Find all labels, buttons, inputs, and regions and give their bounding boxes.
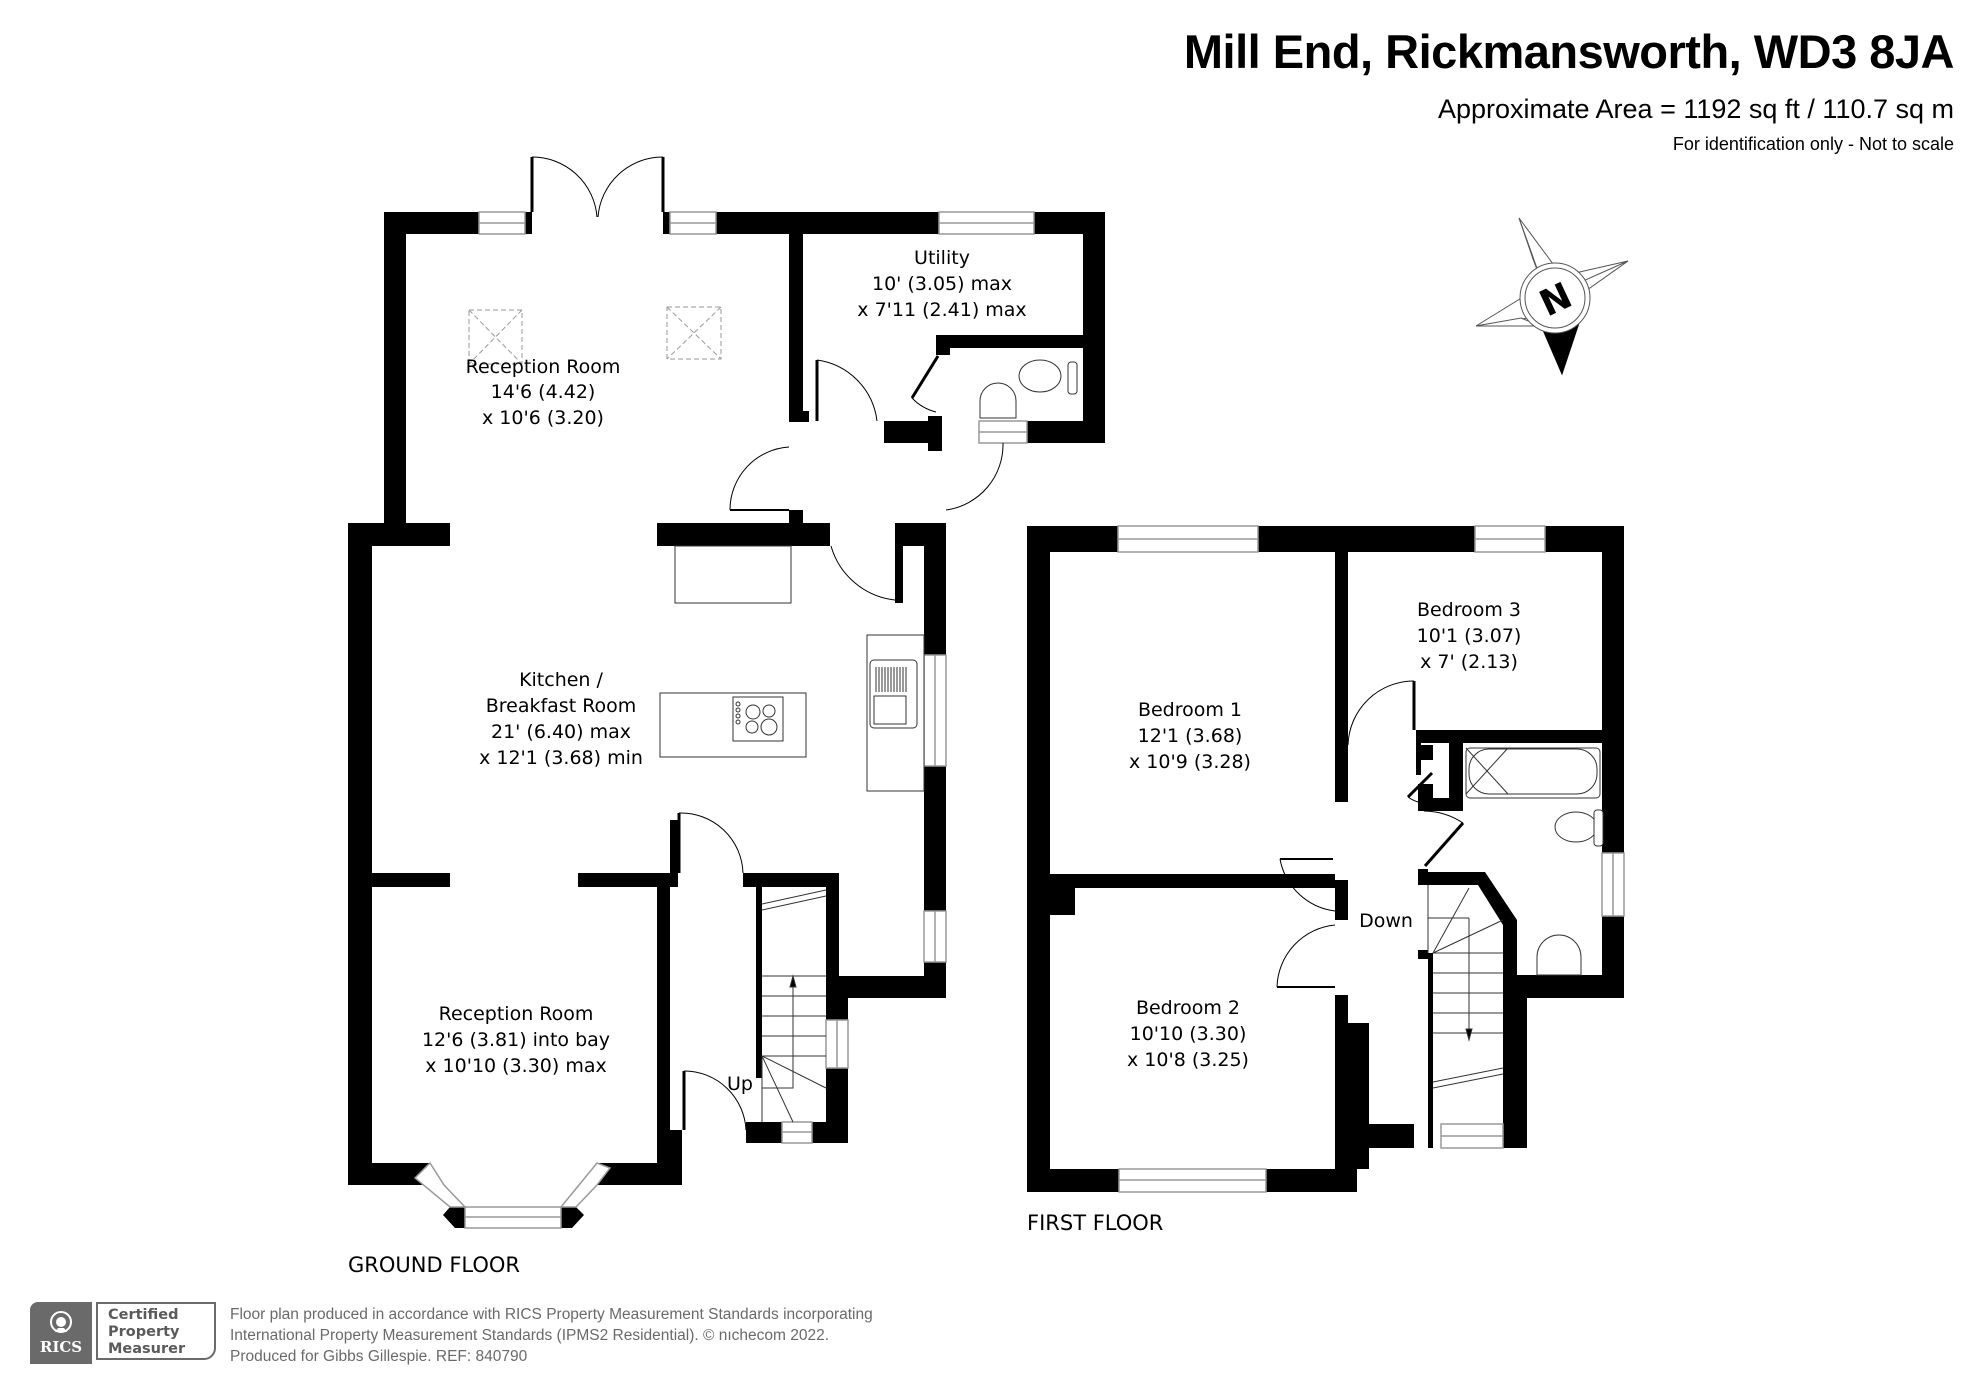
- room-dimension: x 10'9 (3.28): [1129, 751, 1251, 773]
- room-dimension: 10'1 (3.07): [1417, 625, 1522, 647]
- room-dimension: 10'10 (3.30): [1130, 1023, 1247, 1045]
- toilet-icon: [1554, 811, 1598, 843]
- ground-floor-stairs: [761, 889, 827, 1123]
- compass-north-icon: N: [1475, 217, 1629, 376]
- room-name: Kitchen /: [519, 669, 603, 691]
- stairs-label: Down: [1359, 910, 1413, 932]
- hob-icon: [732, 696, 784, 742]
- skylights: [468, 306, 722, 365]
- room-name: Bedroom 2: [1136, 997, 1240, 1019]
- badge-line: Certified: [108, 1307, 179, 1323]
- room-name: Reception Room: [466, 356, 621, 378]
- room-name: Bedroom 1: [1138, 699, 1242, 721]
- room-dimension: x 10'6 (3.20): [482, 407, 604, 429]
- room-dimension: 12'1 (3.68): [1138, 725, 1243, 747]
- badge-line: Property: [108, 1324, 180, 1340]
- room-dimension: x 10'10 (3.30) max: [425, 1055, 606, 1077]
- first-floor-walls: [1027, 526, 1624, 1192]
- lion-icon: [50, 1311, 72, 1333]
- first-floor-plan: Bedroom 1 12'1 (3.68) x 10'9 (3.28) Bedr…: [1027, 525, 1625, 1235]
- room-dimension: 21' (6.40) max: [491, 721, 631, 743]
- badge-line: Measurer: [108, 1341, 186, 1357]
- room-name: Utility: [914, 247, 970, 269]
- stairs-label: Up: [727, 1073, 753, 1095]
- basin-icon: [979, 382, 1017, 419]
- room-dimension: 14'6 (4.42): [491, 381, 596, 403]
- range-cooker: [674, 545, 792, 604]
- floor-label: FIRST FLOOR: [1027, 1211, 1163, 1235]
- ground-floor-doors: [530, 156, 1004, 1131]
- rics-logo-text: RICS: [39, 1338, 83, 1356]
- room-dimension: 10' (3.05) max: [872, 273, 1012, 295]
- ground-floor-windows: [413, 211, 1035, 1229]
- first-floor-doors: [1276, 680, 1465, 988]
- room-dimension: x 12'1 (3.68) min: [479, 747, 643, 769]
- basin-icon: [1536, 934, 1582, 976]
- first-floor-stairs: [1427, 885, 1504, 1089]
- room-dimension: 12'6 (3.81) into bay: [422, 1029, 610, 1051]
- rics-logo: RICS: [30, 1302, 92, 1364]
- footer-line: Produced for Gibbs Gillespie. REF: 84079…: [230, 1348, 528, 1365]
- room-name: Reception Room: [439, 1003, 594, 1025]
- room-name: Breakfast Room: [486, 695, 637, 717]
- toilet-icon: [1018, 359, 1062, 393]
- footer-line: Floor plan produced in accordance with R…: [230, 1306, 873, 1323]
- footer-disclaimer: Floor plan produced in accordance with R…: [230, 1304, 873, 1367]
- disclaimer-note: For identification only - Not to scale: [1672, 134, 1954, 154]
- footer: RICS Certified Property Measurer Floor p…: [30, 1302, 873, 1367]
- footer-line: International Property Measurement Stand…: [230, 1327, 829, 1344]
- ground-floor-walls: [348, 212, 1105, 1228]
- room-dimension: x 10'8 (3.25): [1127, 1049, 1249, 1071]
- bathroom-fixtures: [1465, 747, 1604, 976]
- property-address: Mill End, Rickmansworth, WD3 8JA: [1183, 25, 1955, 78]
- certified-property-measurer: Certified Property Measurer: [96, 1302, 216, 1360]
- ground-floor-plan: Reception Room 14'6 (4.42) x 10'6 (3.20)…: [348, 156, 1105, 1277]
- approximate-area: Approximate Area = 1192 sq ft / 110.7 sq…: [1437, 94, 1954, 124]
- floor-label: GROUND FLOOR: [348, 1253, 520, 1277]
- first-floor-windows: [1117, 525, 1625, 1193]
- room-dimension: x 7' (2.13): [1420, 651, 1518, 673]
- room-dimension: x 7'11 (2.41) max: [857, 299, 1026, 321]
- room-name: Bedroom 3: [1417, 599, 1521, 621]
- kitchen-fixtures: [659, 359, 1078, 792]
- rics-certified-badge: RICS Certified Property Measurer: [30, 1302, 216, 1364]
- plan-header: Mill End, Rickmansworth, WD3 8JA Approxi…: [1183, 24, 1955, 156]
